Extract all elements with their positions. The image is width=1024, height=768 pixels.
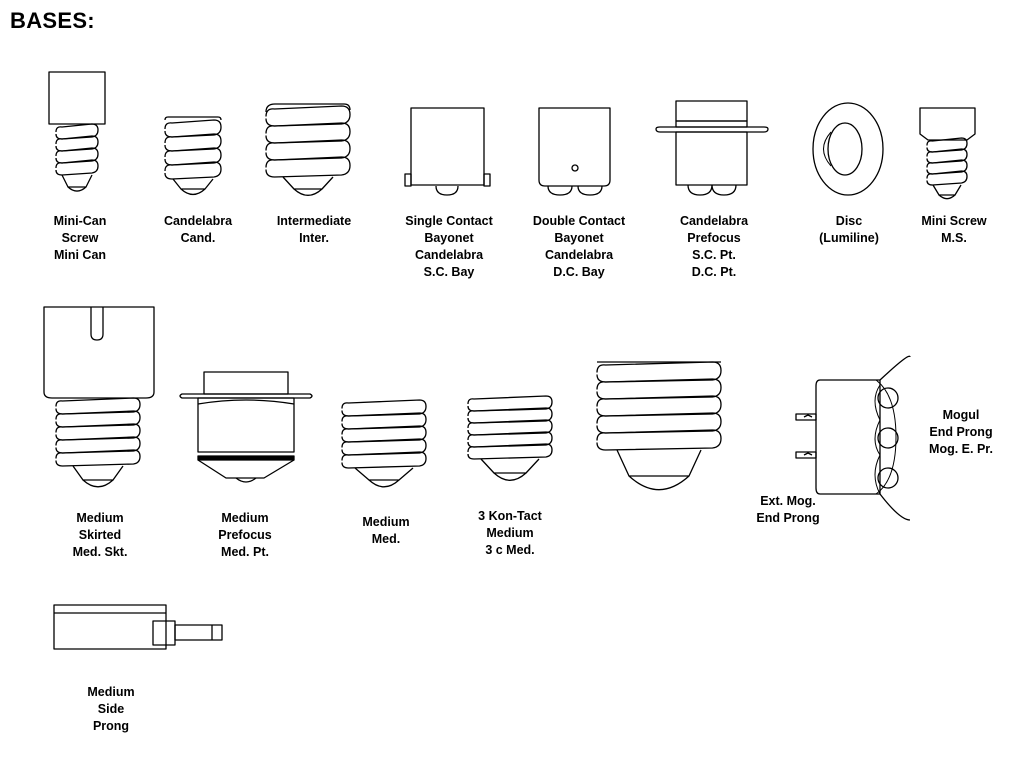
- candelabra-illustration: [164, 116, 222, 196]
- double-contact-bayonet-illustration: [538, 107, 611, 196]
- medium-skirted-illustration: [43, 306, 155, 488]
- medium-prefocus-illustration: [179, 371, 313, 483]
- ext-mogul-end-prong-illustration: [795, 355, 911, 521]
- medium-side-prong-illustration: [53, 604, 223, 650]
- page-title: BASES:: [10, 8, 95, 33]
- candelabra-prefocus-illustration: [655, 100, 769, 196]
- medium-illustration: [341, 399, 427, 488]
- three-kon-tact-medium-illustration: [467, 395, 553, 481]
- label-disc: Disc(Lumiline): [819, 214, 879, 245]
- single-contact-bayonet-illustration: [404, 107, 491, 196]
- mogul-illustration: [596, 361, 722, 491]
- mini-screw-illustration: [919, 107, 976, 200]
- disc-illustration: [812, 102, 884, 196]
- label-ext-mog-end-prong: Ext. Mog.End Prong: [756, 494, 820, 525]
- intermediate-illustration: [265, 103, 351, 197]
- mini-can-screw-illustration: [48, 71, 106, 192]
